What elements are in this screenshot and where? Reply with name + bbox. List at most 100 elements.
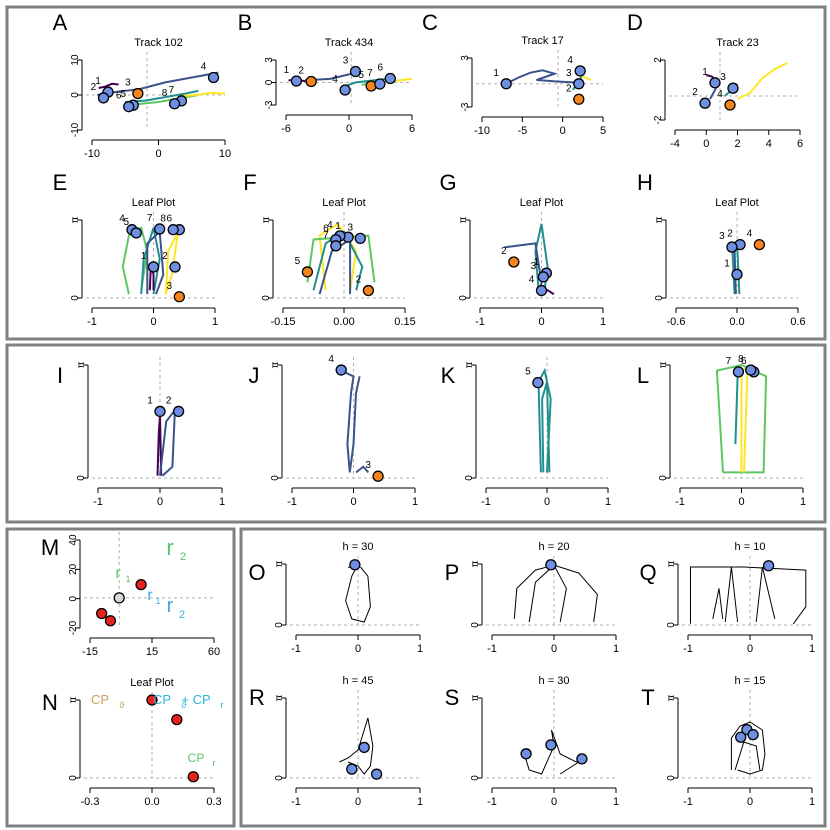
trace-4 bbox=[131, 94, 199, 106]
annotation: r bbox=[115, 565, 121, 582]
y-axis: 0π bbox=[666, 694, 679, 781]
x-tick-label: -4 bbox=[670, 138, 680, 150]
point-label: 5 bbox=[525, 367, 531, 378]
x-tick-label: -1 bbox=[675, 496, 685, 508]
y-axis: 0π bbox=[458, 216, 471, 301]
point-label: 3 bbox=[719, 231, 725, 242]
panel-label: G bbox=[439, 170, 456, 195]
x-tick-label: 0 bbox=[551, 643, 557, 655]
y-tick-label: 0 bbox=[264, 79, 275, 85]
point-label: 4 bbox=[747, 229, 753, 240]
y-tick-label: 0 bbox=[261, 295, 272, 301]
data-point bbox=[168, 98, 181, 110]
trace-2 bbox=[740, 365, 749, 473]
trace-2 bbox=[541, 381, 551, 473]
y-tick-label: -3 bbox=[264, 100, 275, 109]
trace-1 bbox=[345, 566, 371, 623]
y-tick-label: -10 bbox=[70, 122, 81, 137]
x-tick-label: 0 bbox=[544, 496, 550, 508]
point-label: 6 bbox=[377, 63, 383, 74]
x-tick-label: 1 bbox=[219, 496, 225, 508]
trace-3 bbox=[342, 77, 394, 88]
data-point bbox=[301, 266, 314, 278]
panel-label: J bbox=[249, 363, 260, 388]
data-point bbox=[104, 615, 117, 627]
y-axis: 0π bbox=[666, 560, 679, 628]
point-label: 8 bbox=[738, 354, 744, 365]
data-point bbox=[573, 78, 585, 90]
panel-label: H bbox=[637, 170, 653, 195]
x-tick-label: -1 bbox=[93, 496, 103, 508]
x-tick-label: -10 bbox=[474, 125, 490, 137]
trace-1 bbox=[513, 564, 598, 623]
data-point bbox=[305, 75, 317, 88]
y-tick-label: 0 bbox=[76, 475, 87, 481]
data-point bbox=[709, 77, 721, 89]
y-tick-label: 0 bbox=[666, 622, 677, 628]
x-tick-label: 0 bbox=[747, 796, 753, 808]
point-label: 2 bbox=[162, 251, 168, 262]
trace-3 bbox=[734, 370, 739, 445]
point-label: 5 bbox=[123, 217, 129, 228]
annotation: 1 bbox=[125, 574, 130, 584]
point-label: 8 bbox=[162, 88, 168, 99]
data-point bbox=[732, 366, 745, 378]
point-label: 2 bbox=[166, 395, 172, 406]
y-tick-label: 0 bbox=[654, 295, 665, 301]
point-label: 3 bbox=[167, 281, 173, 292]
y-axis: 0π bbox=[658, 361, 671, 481]
y-axis: 0π bbox=[274, 694, 287, 781]
y-axis: -33 bbox=[460, 55, 473, 111]
point-label: 2 bbox=[692, 87, 698, 98]
panel-label: S bbox=[445, 685, 460, 710]
annotation: r bbox=[147, 587, 153, 604]
y-axis: -22 bbox=[653, 57, 666, 124]
trace-2 bbox=[734, 741, 761, 771]
y-tick-label: 0 bbox=[470, 622, 481, 628]
data-point bbox=[372, 470, 384, 482]
x-tick-label: 1 bbox=[613, 796, 619, 808]
panel-title: Leaf Plot bbox=[322, 197, 365, 209]
x-tick-label: 0 bbox=[747, 643, 753, 655]
y-tick-label: π bbox=[76, 361, 87, 368]
annotation: 2 bbox=[179, 609, 185, 621]
panel-title: Track 434 bbox=[325, 37, 374, 49]
point-label: 3 bbox=[125, 78, 131, 89]
trace-4 bbox=[712, 588, 724, 619]
trace-1 bbox=[340, 369, 361, 473]
panel-label: T bbox=[641, 685, 654, 710]
point-label: 2 bbox=[566, 83, 572, 94]
trace-1 bbox=[730, 721, 766, 775]
y-tick-label: 0 bbox=[270, 475, 281, 481]
y-tick-label: π bbox=[274, 560, 285, 567]
x-tick-label: 10 bbox=[219, 148, 231, 160]
trace-3 bbox=[125, 89, 199, 103]
point-label: 1 bbox=[141, 251, 147, 262]
trace-2 bbox=[528, 564, 567, 623]
data-point bbox=[753, 238, 766, 251]
panel-label: R bbox=[249, 685, 265, 710]
panel-label: I bbox=[57, 363, 63, 388]
point-label: 3 bbox=[566, 68, 572, 79]
point-label: 7 bbox=[147, 213, 153, 224]
panel-label: A bbox=[53, 10, 68, 35]
y-tick-label: 10 bbox=[70, 54, 81, 66]
data-point bbox=[349, 559, 361, 571]
x-tick-label: 1 bbox=[417, 643, 423, 655]
data-point bbox=[132, 87, 144, 100]
x-tick-label: -5 bbox=[517, 125, 527, 137]
